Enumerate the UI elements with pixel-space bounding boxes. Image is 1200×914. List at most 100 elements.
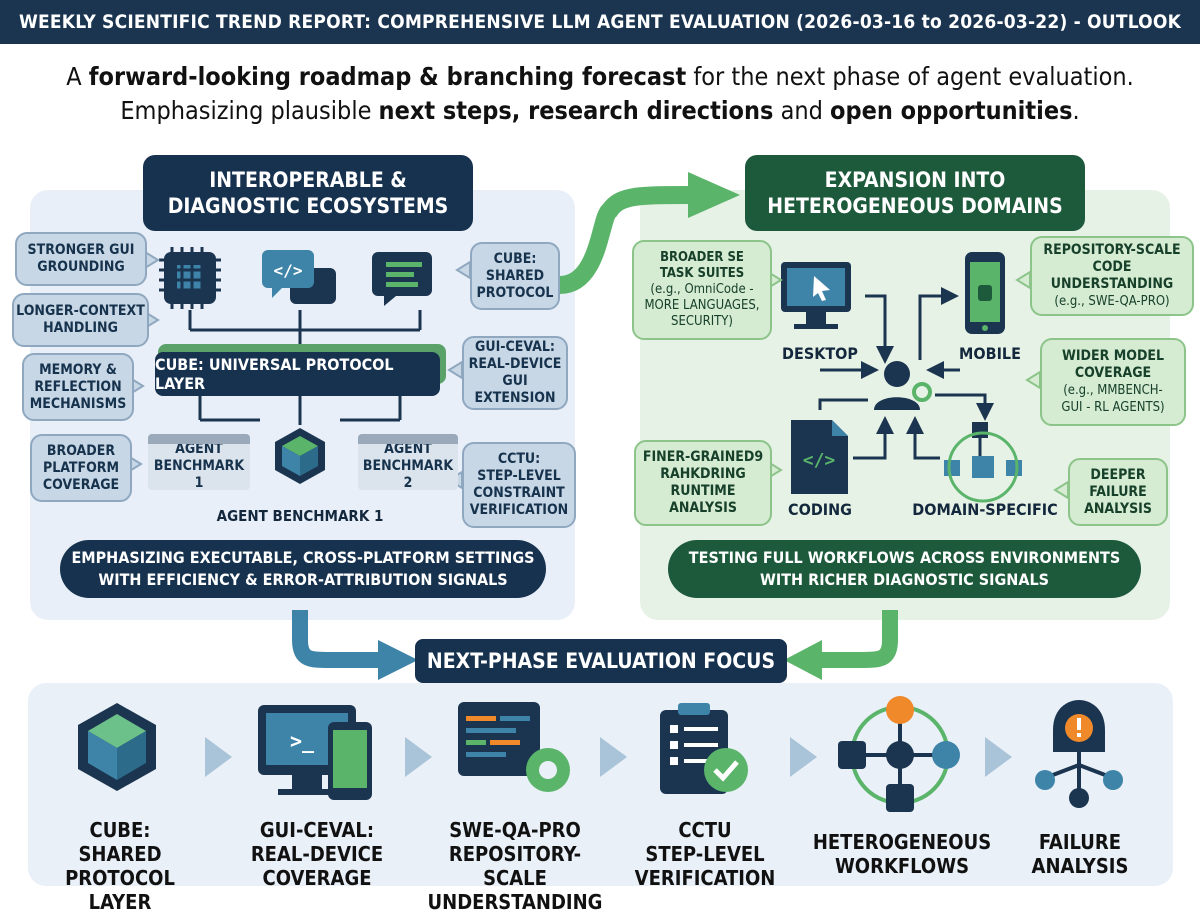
left-connectors <box>188 310 422 425</box>
bubble-text: MORE LANGUAGES, <box>644 298 760 313</box>
protocol-layer-label: CUBE: UNIVERSAL PROTOCOL LAYER <box>155 355 394 393</box>
bubble-text: CODE UNDERSTANDING <box>1050 259 1174 292</box>
bubble-text: HANDLING <box>43 320 118 336</box>
bubble-text: WIDER MODEL <box>1061 348 1165 364</box>
bottom-workflow-icon <box>838 696 960 812</box>
converge-arrow-left-head <box>378 640 418 680</box>
label-coding: CODING <box>788 500 852 519</box>
bottom-alert-network-icon <box>1035 700 1123 808</box>
right-header: EXPANSION INTO HETEROGENEOUS DOMAINS <box>745 155 1085 231</box>
chip-icon <box>159 247 221 309</box>
step-text: COVERAGE <box>262 866 372 890</box>
label-desktop: DESKTOP <box>782 344 858 363</box>
right-summary-pill: TESTING FULL WORKFLOWS ACROSS ENVIRONMEN… <box>668 540 1141 598</box>
bubble-text: PROTOCOL <box>476 284 554 301</box>
bubble-text: CUBE: <box>493 250 537 267</box>
right-connectors <box>818 287 994 460</box>
step-text: STEP-LEVEL <box>645 842 765 866</box>
bubble-text: (e.g., SWE-QA-PRO) <box>1054 294 1170 309</box>
benchmark-caption: AGENT BENCHMARK 1 <box>216 507 384 525</box>
pill-text: WITH EFFICIENCY & ERROR-ATTRIBUTION SIGN… <box>98 570 508 589</box>
label-domain-specific: DOMAIN-SPECIFIC <box>912 500 1058 519</box>
universal-protocol-layer: CUBE: UNIVERSAL PROTOCOL LAYER <box>155 352 440 396</box>
benchmark-label: AGENT <box>175 440 223 457</box>
bubble-text: CONSTRAINT <box>473 485 565 501</box>
bubble-text: REFLECTION <box>34 378 122 395</box>
pill-text: EMPHASIZING EXECUTABLE, CROSS-PLATFORM S… <box>71 548 535 567</box>
domain-network-icon <box>944 422 1022 503</box>
subtitle-text: and <box>773 96 831 125</box>
converge-arrow-left <box>292 610 380 668</box>
bubble-text: BROADER <box>46 442 116 459</box>
benchmark-label: BENCHMARK 1 <box>153 457 245 491</box>
bubble-text: LONGER-CONTEXT <box>16 303 145 319</box>
pill-text: TESTING FULL WORKFLOWS ACROSS ENVIRONMEN… <box>688 548 1121 567</box>
left-header-line: INTEROPERABLE & <box>209 168 407 192</box>
subtitle: A forward-looking roadmap & branching fo… <box>20 60 1180 128</box>
step-text: UNDERSTANDING <box>427 890 603 914</box>
bubble-text: COVERAGE <box>42 476 120 493</box>
bubble-text: GUI EXTENSION <box>474 373 556 406</box>
subtitle-text: A <box>66 62 89 91</box>
bottom-code-gear-icon <box>458 702 570 792</box>
bubble-text: ANALYSIS <box>669 500 737 516</box>
bubble-text: MEMORY & <box>39 361 117 378</box>
bottom-panel <box>28 683 1173 886</box>
bubble-text: PLATFORM <box>42 459 120 476</box>
subtitle-text: . <box>1072 96 1080 125</box>
bubble-text: GROUNDING <box>37 259 125 275</box>
step-text: PROTOCOL LAYER <box>65 866 175 914</box>
report-title-bar: WEEKLY SCIENTIFIC TREND REPORT: COMPREHE… <box>0 0 1200 44</box>
bubble-text: TASK SUITES <box>659 266 745 281</box>
subtitle-emphasis: open opportunities <box>830 96 1073 125</box>
benchmark-label: BENCHMARK 2 <box>362 457 454 491</box>
mobile-icon <box>965 252 1005 334</box>
left-header-line: DIAGNOSTIC ECOSYSTEMS <box>167 194 449 218</box>
subtitle-text: for the next phase of agent evaluation. <box>686 62 1134 91</box>
right-header-line: EXPANSION INTO <box>824 168 1006 192</box>
subtitle-line-2: Emphasizing plausible next steps, resear… <box>20 94 1180 128</box>
bubble-text: RAHKDRING <box>660 466 746 482</box>
step-text: WORKFLOWS <box>834 854 970 878</box>
bubble-text: DEEPER <box>1090 466 1146 483</box>
benchmark-label: AGENT <box>384 440 432 457</box>
cube-icon <box>275 428 325 484</box>
step-text: REPOSITORY-SCALE <box>448 842 582 890</box>
bottom-device-icon: >_ <box>258 705 372 800</box>
bottom-step-chevrons <box>205 737 1012 777</box>
bubble-text: VERIFICATION <box>469 502 569 518</box>
right-header-line: HETEROGENEOUS DOMAINS <box>767 194 1063 218</box>
step-title: CUBE: <box>89 818 151 842</box>
step-text: VERIFICATION <box>634 866 776 890</box>
bubble-text: GUI-CEVAL: <box>475 339 555 355</box>
pill-text: WITH RICHER DIAGNOSTIC SIGNALS <box>760 570 1049 589</box>
svg-text:>_: >_ <box>290 729 315 753</box>
left-summary-pill: EMPHASIZING EXECUTABLE, CROSS-PLATFORM S… <box>60 540 546 598</box>
branch-arrow-top <box>558 186 691 294</box>
subtitle-line-1: A forward-looking roadmap & branching fo… <box>20 60 1180 94</box>
message-icon <box>372 252 432 306</box>
bubble-text: (e.g., MMBENCH- <box>1063 383 1163 398</box>
user-icon <box>874 361 932 410</box>
code-file-icon: </> <box>791 420 848 494</box>
bubble-text: BROADER SE <box>660 250 744 265</box>
bottom-checklist-icon <box>660 703 748 794</box>
converge-arrow-right <box>820 610 898 668</box>
subtitle-text: Emphasizing plausible <box>120 96 379 125</box>
bubble-text: STEP-LEVEL <box>477 468 561 484</box>
bottom-cube-icon <box>78 703 156 791</box>
bubble-text: STRONGER GUI <box>27 242 135 258</box>
